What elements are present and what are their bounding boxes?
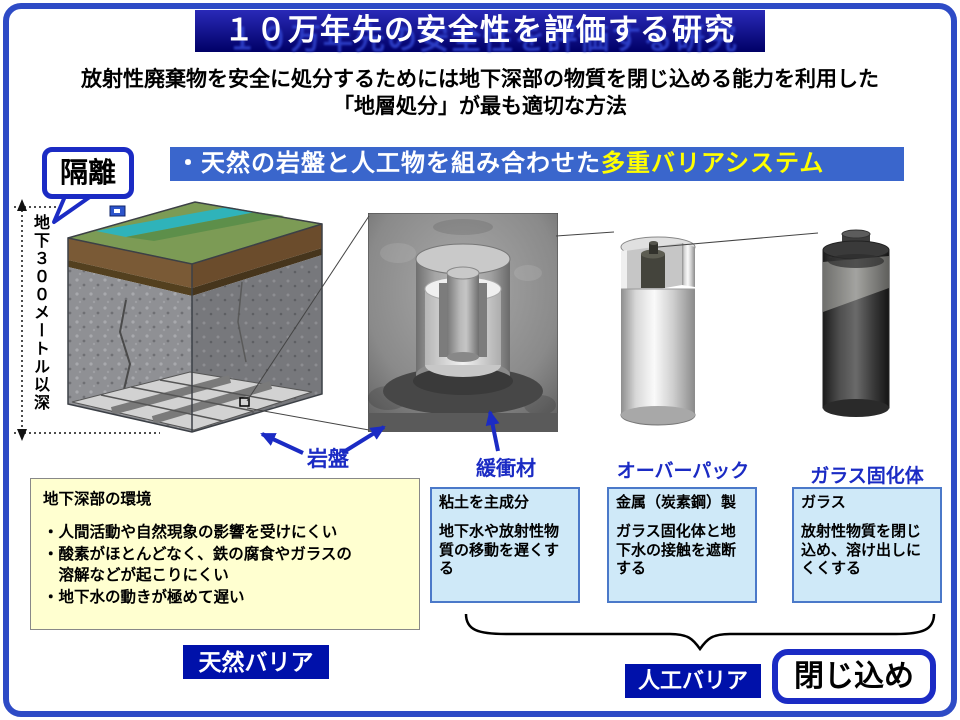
- repository-illustration: [60, 192, 332, 436]
- overpack-info-line1: 金属（炭素鋼）製: [616, 494, 737, 511]
- subtitle-line1: 放射性廃棄物を安全に処分するためには地下深部の物質を閉じ込める能力を利用した: [81, 68, 879, 91]
- isolation-badge: 隔離: [42, 147, 134, 199]
- natural-barrier-label: 天然バリア: [183, 645, 329, 679]
- overpack-label: オーバーパック: [616, 461, 750, 482]
- depth-scale-label: 地下３００メートル以深: [31, 214, 48, 412]
- glass-canister-label: ガラス固化体: [810, 466, 924, 487]
- glass-canister-info-line2: 放射性物質を閉じ込め、溶け出しにくくする: [801, 522, 922, 578]
- multibarrier-banner-prefix: ・天然の岩盤と人工物を組み合わせた: [176, 150, 601, 177]
- depth-scale-arrow-up-icon: [17, 199, 27, 211]
- overpack-illustration-svg: [620, 236, 696, 426]
- glass-canister-info-box: ガラス 放射性物質を閉じ込め、溶け出しにくくする: [792, 487, 942, 603]
- rock-label: 岩盤: [307, 448, 349, 471]
- overpack-illustration: [612, 227, 704, 429]
- environment-bullet-3: ・地下水の動きが極めて遅い: [43, 589, 245, 607]
- buffer-material-info-box: 粘土を主成分 地下水や放射性物質の移動を遅くする: [430, 487, 580, 603]
- overpack-info-line2: ガラス固化体と地下水の接触を遮断する: [616, 522, 737, 578]
- environment-bullet-2a: ・酸素がほとんどなく、鉄の腐食やガラスの: [43, 545, 352, 563]
- environment-box-title: 地下深部の環境: [43, 491, 152, 508]
- buffer-material-info-line1: 粘土を主成分: [439, 494, 530, 511]
- buffer-material-label: 緩衝材: [476, 458, 536, 480]
- page-title: １０万年先の安全性を評価する研究: [195, 10, 765, 52]
- glass-canister-illustration: [816, 228, 896, 423]
- environment-bullet-1: ・人間活動や自然現象の影響を受けにくい: [43, 524, 338, 541]
- buffer-material-info-line2: 地下水や放射性物質の移動を遅くする: [439, 522, 560, 578]
- underground-environment-box: 地下深部の環境 ・人間活動や自然現象の影響を受けにくい ・酸素がほとんどなく、鉄…: [30, 478, 420, 630]
- buffer-material-illustration: [367, 212, 559, 433]
- engineered-barrier-brace-icon: [464, 613, 936, 652]
- engineered-barrier-label: 人工バリア: [625, 664, 761, 698]
- environment-bullet-2b: 溶解などが起こりにくい: [43, 567, 229, 585]
- containment-badge: 閉じ込め: [772, 649, 936, 704]
- multibarrier-banner: ・天然の岩盤と人工物を組み合わせた多重バリアシステム: [170, 147, 904, 181]
- overpack-info-box: 金属（炭素鋼）製 ガラス固化体と地下水の接触を遮断する: [607, 487, 757, 603]
- subtitle-line2: 「地層処分」が最も適切な方法: [333, 95, 627, 118]
- callout-source-box: [239, 397, 250, 407]
- depth-scale-arrow-down-icon: [17, 429, 27, 441]
- multibarrier-banner-highlight: 多重バリアシステム: [601, 150, 825, 177]
- glass-canister-info-line1: ガラス: [801, 494, 846, 511]
- subtitle: 放射性廃棄物を安全に処分するためには地下深部の物質を閉じ込める能力を利用した 「…: [0, 66, 960, 120]
- buffer-material-illustration-svg: [367, 212, 559, 433]
- glass-canister-illustration-svg: [822, 229, 890, 417]
- repository-illustration-svg: [67, 201, 323, 433]
